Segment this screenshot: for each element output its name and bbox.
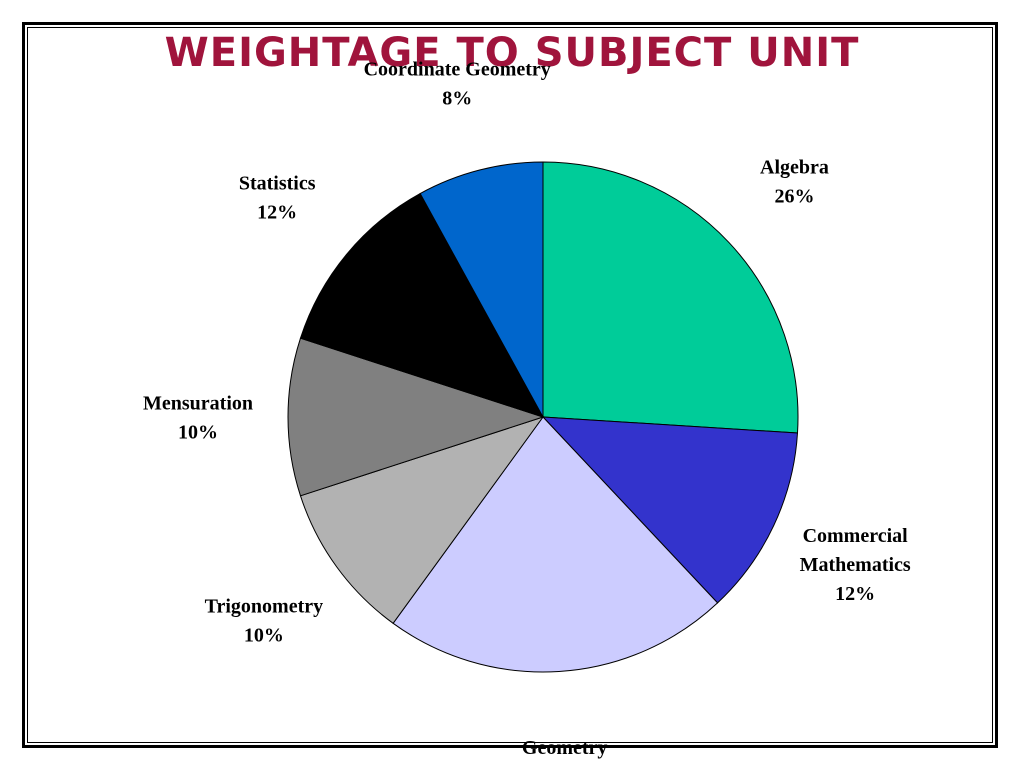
slice-percent: 22% (545, 766, 585, 768)
slice-name: Coordinate Geometry (364, 58, 551, 80)
slice-label: Statistics 12% (239, 173, 316, 224)
pie-slice-geometry (392, 416, 719, 673)
slide-border-outer (22, 22, 998, 748)
slice-label: Coordinate Geometry 8% (364, 58, 551, 109)
slice-name: Mathematics (800, 554, 911, 576)
slice-percent: 10% (178, 422, 218, 444)
slice-percent: 8% (442, 87, 472, 109)
pie-slice-commercial-mathematics (541, 416, 799, 604)
slice-label: Mensuration 10% (143, 393, 253, 444)
slice-percent: 12% (257, 202, 297, 224)
slice-percent: 26% (774, 185, 814, 207)
chart-title: WEIGHTAGE TO SUBJECT UNIT (164, 30, 860, 76)
pie-slice-coordinate-geometry (419, 161, 544, 418)
slice-percent: 10% (244, 624, 284, 646)
slice-name: Mensuration (143, 393, 253, 415)
pie-slice-mensuration (287, 337, 545, 497)
pie-slices (287, 161, 799, 673)
pie-slice-statistics (299, 192, 545, 418)
slice-name: Statistics (239, 173, 316, 195)
slice-label: Algebra 26% (760, 156, 829, 207)
slice-percent: 12% (835, 583, 875, 605)
pie-slice-algebra (542, 161, 799, 434)
slide-border-inner (27, 27, 993, 743)
slice-name: Commercial (803, 525, 909, 547)
slice-name: Geometry (522, 737, 608, 759)
slice-name: Trigonometry (205, 595, 324, 617)
slice-label: Trigonometry 10% (205, 595, 324, 646)
pie-slice-trigonometry (299, 416, 545, 624)
slice-label: Geometry 22% (522, 737, 608, 768)
slice-name: Algebra (760, 156, 829, 178)
